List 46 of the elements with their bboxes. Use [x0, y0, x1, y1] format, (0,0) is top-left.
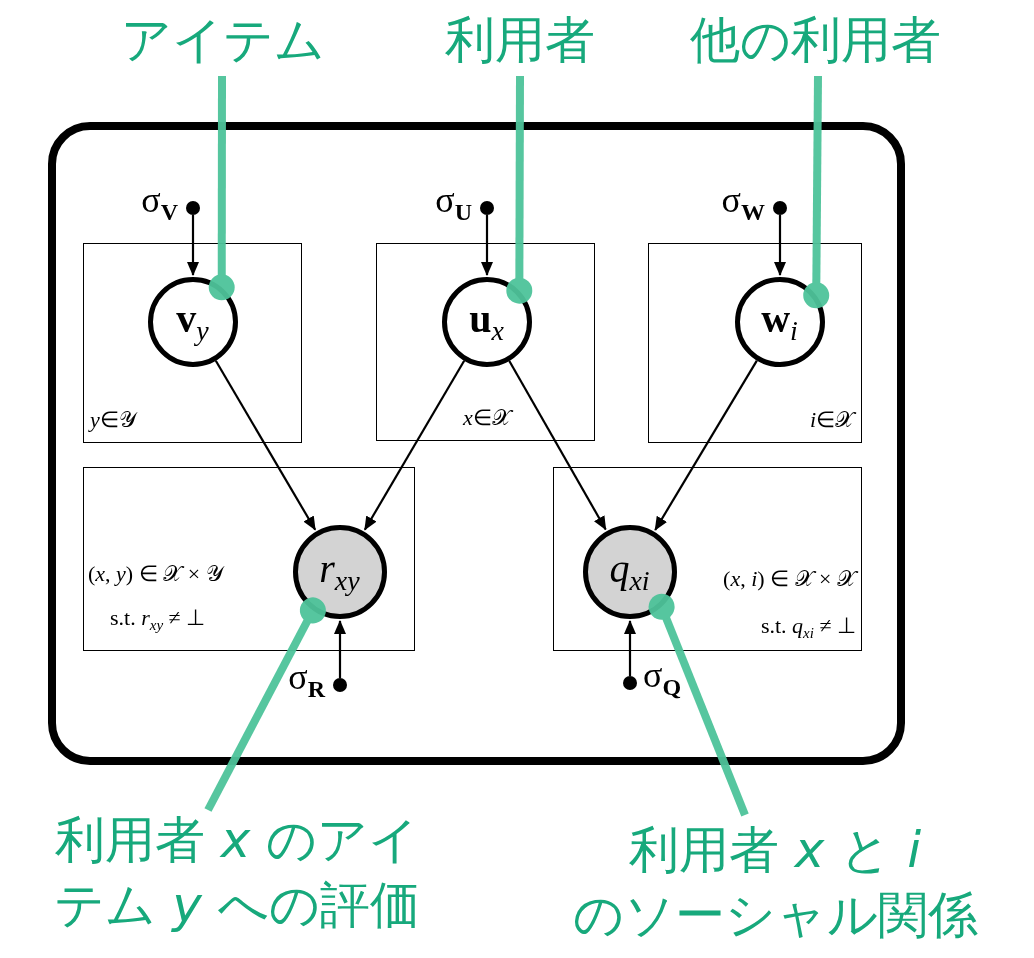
annotation-label: 利用者 x と i のソーシャル関係 [520, 818, 1030, 953]
hyperparameter-symbol: σ$_{V}$ [141, 182, 178, 224]
plate-index-label: i∈𝒳 [808, 407, 854, 434]
hyperparameter-symbol: σ$_{R}$ [288, 659, 325, 701]
variable-symbol: w$_{i}$ [761, 298, 798, 345]
plate-box [83, 243, 302, 443]
arrow [214, 360, 317, 531]
plate-box [553, 467, 862, 651]
arrow [481, 215, 493, 276]
arrow [508, 360, 607, 531]
hyperparameter-dot [773, 201, 787, 215]
variable-symbol: r$_{xy}$ [319, 548, 360, 595]
plate-index-label: s.t. r$_{xy}$ ≠ ⊥ [110, 605, 207, 635]
hyperparameter-dot [623, 676, 637, 690]
plate-box [83, 467, 415, 651]
leader-line [648, 593, 749, 817]
hyperparameter-symbol: σ$_{U}$ [435, 182, 472, 224]
leader-line [204, 597, 326, 812]
arrow [774, 215, 786, 276]
annotation-label: 利用者 [430, 8, 610, 76]
leader-line [803, 75, 830, 309]
arrow [624, 620, 636, 676]
plate-index-label: (x, y) ∈ 𝒳 × 𝒴 [88, 561, 226, 588]
plate-index-label: (x, i) ∈ 𝒳 × 𝒳 [722, 566, 856, 593]
hyperparameter-dot [333, 678, 347, 692]
hyperparameter-dot [186, 201, 200, 215]
annotation-label: 他の利用者 [660, 8, 970, 76]
annotation-label: 利用者 x のアイテム y への評価 [12, 808, 462, 948]
variable-symbol: u$_{x}$ [469, 298, 504, 345]
hyperparameter-dot [480, 201, 494, 215]
observed-variable-circle [582, 524, 677, 619]
variable-symbol: v$_{y}$ [176, 298, 209, 345]
model-frame [48, 122, 905, 765]
plate-index-label: s.t. q$_{xi}$ ≠ ⊥ [759, 613, 856, 643]
arrow [363, 360, 466, 531]
plate-index-label: x∈𝒳 [461, 405, 514, 432]
plate-box [376, 243, 595, 441]
arrow [334, 620, 346, 678]
hyperparameter-symbol: σ$_{Q}$ [643, 657, 682, 699]
variable-symbol: q$_{xi}$ [609, 548, 650, 595]
arrow [654, 360, 758, 531]
plate-index-label: y∈𝒴 [90, 407, 139, 434]
hyperparameter-symbol: σ$_{W}$ [721, 182, 765, 224]
plate-box [648, 243, 862, 443]
annotation-label: アイテム [95, 8, 350, 76]
arrow [187, 215, 199, 276]
